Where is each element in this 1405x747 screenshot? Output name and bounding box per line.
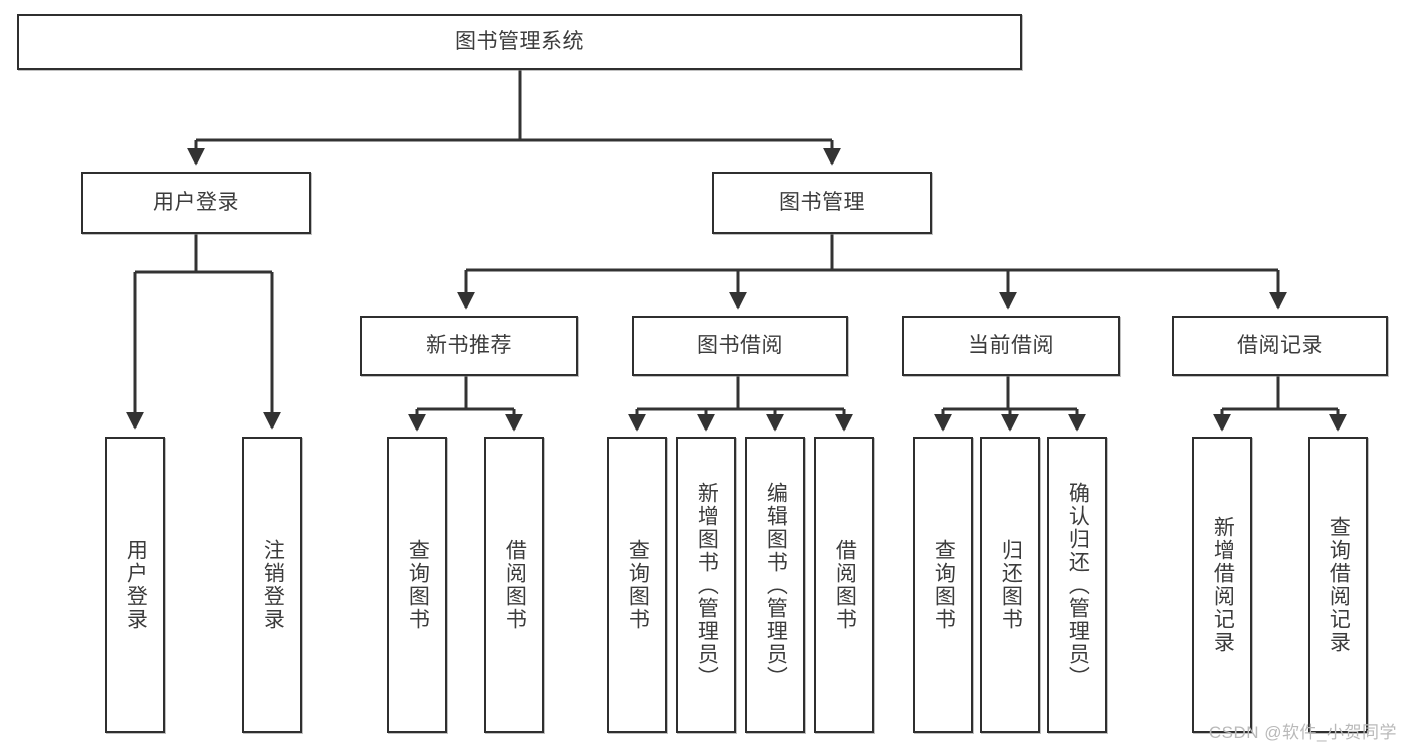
node-current-borrow-label: 当前借阅 [968, 334, 1054, 358]
node-root-label: 图书管理系统 [455, 30, 584, 54]
node-root[interactable]: 图书管理系统 [17, 14, 1022, 70]
node-leaf-add-record-label: 新增借阅记录 [1211, 516, 1235, 654]
node-borrow-record-label: 借阅记录 [1237, 334, 1323, 358]
node-book-borrow-label: 图书借阅 [697, 334, 783, 358]
node-leaf-return-book-label: 归还图书 [999, 539, 1023, 631]
node-leaf-user-login-label: 用户登录 [124, 539, 148, 631]
node-leaf-query-book-3-label: 查询图书 [932, 539, 956, 631]
node-leaf-edit-book[interactable]: 编辑图书（管理员） [745, 437, 805, 733]
node-leaf-edit-book-label: 编辑图书（管理员） [764, 481, 788, 689]
node-leaf-user-logout[interactable]: 注销登录 [242, 437, 302, 733]
node-leaf-return-book[interactable]: 归还图书 [980, 437, 1040, 733]
node-leaf-borrow-book-2-label: 借阅图书 [833, 539, 857, 631]
node-leaf-confirm-return[interactable]: 确认归还（管理员） [1047, 437, 1107, 733]
watermark-text: CSDN @软件_小贺同学 [1208, 723, 1397, 742]
node-leaf-query-record-label: 查询借阅记录 [1327, 516, 1351, 654]
node-book-manage-label: 图书管理 [779, 191, 865, 215]
node-leaf-borrow-book-1-label: 借阅图书 [503, 539, 527, 631]
node-book-manage[interactable]: 图书管理 [712, 172, 932, 234]
node-leaf-add-record[interactable]: 新增借阅记录 [1192, 437, 1252, 733]
node-leaf-query-book-1[interactable]: 查询图书 [387, 437, 447, 733]
node-leaf-query-book-2[interactable]: 查询图书 [607, 437, 667, 733]
node-leaf-borrow-book-2[interactable]: 借阅图书 [814, 437, 874, 733]
node-user-login-label: 用户登录 [153, 191, 239, 215]
node-user-login[interactable]: 用户登录 [81, 172, 311, 234]
node-leaf-query-book-1-label: 查询图书 [406, 539, 430, 631]
node-leaf-user-login[interactable]: 用户登录 [105, 437, 165, 733]
node-leaf-user-logout-label: 注销登录 [261, 539, 285, 631]
node-current-borrow[interactable]: 当前借阅 [902, 316, 1120, 376]
node-new-book-recommend-label: 新书推荐 [426, 334, 512, 358]
node-leaf-query-record[interactable]: 查询借阅记录 [1308, 437, 1368, 733]
node-leaf-borrow-book-1[interactable]: 借阅图书 [484, 437, 544, 733]
node-leaf-confirm-return-label: 确认归还（管理员） [1066, 481, 1090, 689]
node-leaf-add-book[interactable]: 新增图书（管理员） [676, 437, 736, 733]
node-new-book-recommend[interactable]: 新书推荐 [360, 316, 578, 376]
node-book-borrow[interactable]: 图书借阅 [632, 316, 848, 376]
node-borrow-record[interactable]: 借阅记录 [1172, 316, 1388, 376]
node-leaf-query-book-2-label: 查询图书 [626, 539, 650, 631]
node-leaf-add-book-label: 新增图书（管理员） [695, 481, 719, 689]
node-leaf-query-book-3[interactable]: 查询图书 [913, 437, 973, 733]
